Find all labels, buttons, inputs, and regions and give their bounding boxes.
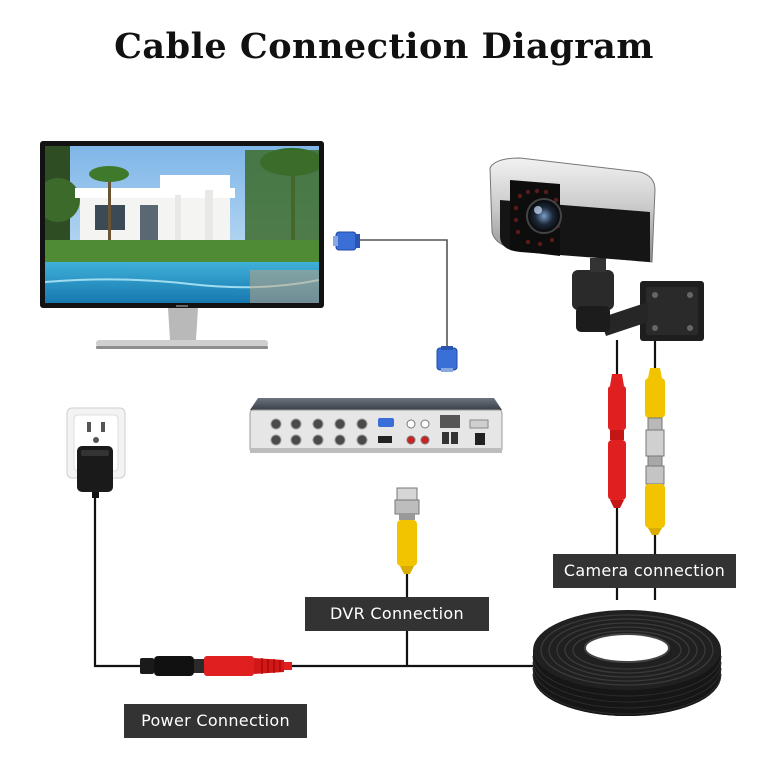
power-adapter-icon bbox=[77, 446, 113, 498]
vga-connector-icon bbox=[333, 231, 360, 251]
power-connection-label: Power Connection bbox=[124, 704, 307, 738]
power-plug-icon bbox=[140, 656, 292, 676]
bnc-connector-icon bbox=[608, 368, 665, 535]
vga-connector-icon bbox=[436, 346, 458, 372]
monitor-icon bbox=[40, 141, 324, 349]
cable-coil-icon bbox=[532, 610, 722, 716]
dvr-recorder-icon bbox=[249, 398, 503, 453]
page-title: Cable Connection Diagram bbox=[114, 26, 654, 67]
camera-connection-label: Camera connection bbox=[553, 554, 736, 588]
cctv-camera-icon bbox=[489, 157, 704, 341]
dvr-connection-label: DVR Connection bbox=[305, 597, 489, 631]
bnc-connector-icon bbox=[394, 487, 420, 574]
